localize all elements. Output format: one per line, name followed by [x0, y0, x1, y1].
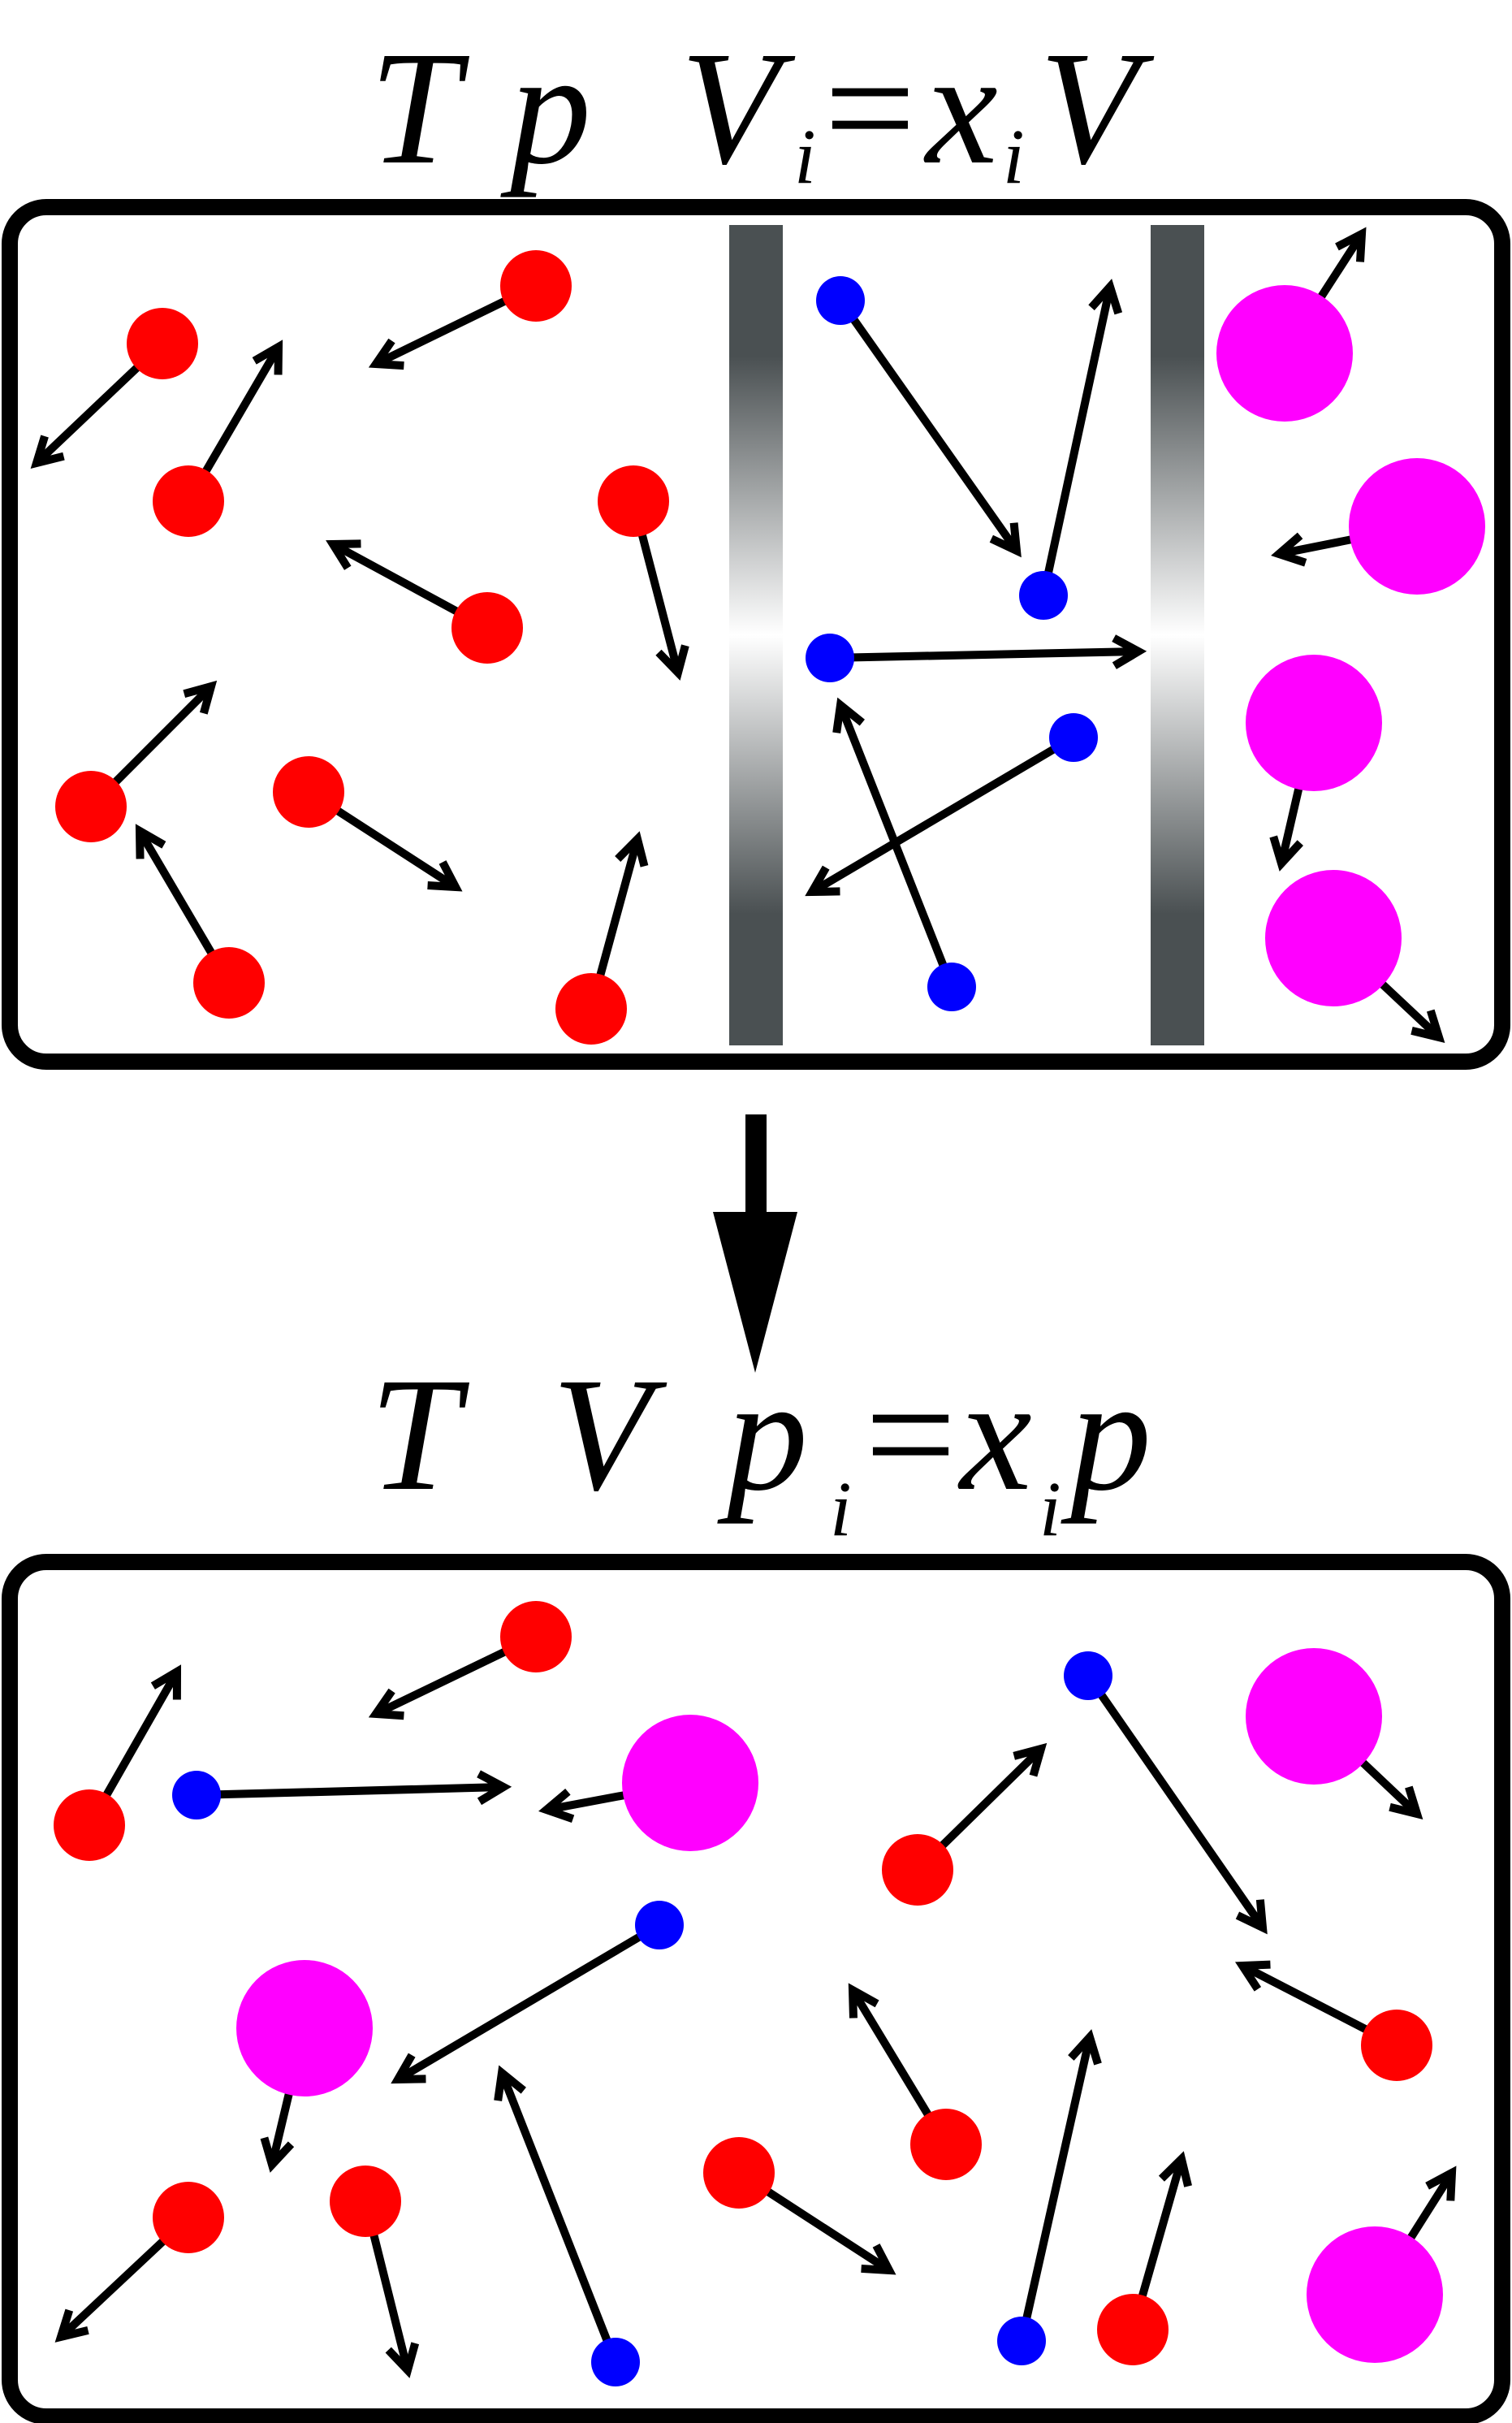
- bottom-molecules: [54, 1601, 1443, 2386]
- separated-red-molecule: [555, 973, 627, 1045]
- separated-blue-molecule: [1019, 571, 1068, 620]
- separated-red-molecule: [598, 465, 669, 537]
- temperature-symbol: T: [369, 19, 470, 198]
- mixed-red-molecule: [330, 2166, 401, 2237]
- mixed-magenta-molecule: [622, 1715, 758, 1851]
- arrow-icon: [1017, 2029, 1102, 2343]
- partial-pressure-symbol: p: [717, 1345, 808, 1525]
- partial-pressure-subscript: i: [830, 1465, 852, 1552]
- mole-fraction-subscript: i: [1039, 1465, 1061, 1552]
- mixed-blue-molecule: [1064, 1651, 1112, 1700]
- separated-blue-molecule: [1049, 713, 1098, 762]
- mole-fraction-symbol: x: [923, 19, 998, 198]
- separated-magenta-molecule: [1246, 655, 1382, 791]
- mixed-blue-molecule: [172, 1771, 221, 1819]
- total-volume-symbol: V: [1039, 19, 1155, 198]
- separated-red-molecule: [55, 771, 127, 842]
- mixed-red-molecule: [54, 1789, 125, 1861]
- separated-red-molecule: [500, 250, 572, 322]
- partial-volume-symbol: V: [680, 19, 796, 198]
- volume-symbol: V: [552, 1345, 667, 1525]
- partition-wall-right: [1151, 225, 1204, 1045]
- arrow-icon: [832, 697, 956, 989]
- partition-wall-left: [729, 225, 783, 1045]
- separated-red-molecule: [127, 308, 198, 379]
- mixed-magenta-molecule: [236, 1960, 373, 2096]
- down-arrow-icon: [713, 1114, 797, 1373]
- top-molecules: [55, 250, 1485, 1045]
- mixed-red-molecule: [882, 1834, 953, 1906]
- separated-blue-molecule: [927, 963, 976, 1011]
- separated-blue-molecule: [806, 634, 854, 682]
- equals-sign: =: [824, 19, 916, 198]
- separated-red-molecule: [451, 592, 523, 664]
- arrow-icon: [805, 733, 1076, 897]
- arrow-icon: [494, 2065, 620, 2364]
- pressure-symbol: p: [500, 19, 591, 198]
- partial-volume-subscript: i: [794, 113, 816, 200]
- mixed-red-molecule: [500, 1601, 572, 1672]
- mixed-red-molecule: [153, 2182, 224, 2253]
- separated-red-molecule: [273, 756, 344, 828]
- mixed-red-molecule: [1097, 2294, 1169, 2365]
- temperature-symbol: T: [369, 1345, 470, 1525]
- bottom-condition-label: T V p i = x i p: [369, 1345, 1151, 1571]
- mole-fraction-symbol: x: [957, 1345, 1032, 1525]
- separated-magenta-molecule: [1349, 458, 1485, 595]
- separated-blue-molecule: [816, 276, 865, 325]
- equals-sign: =: [865, 1345, 957, 1525]
- arrow-icon: [196, 1770, 512, 1806]
- separated-red-molecule: [153, 465, 224, 537]
- mixed-blue-molecule: [635, 1901, 684, 1949]
- mixed-red-molecule: [910, 2109, 982, 2180]
- arrow-icon: [836, 298, 1022, 558]
- mixed-magenta-molecule: [1307, 2226, 1443, 2363]
- arrow-icon: [391, 1921, 662, 2084]
- separated-red-molecule: [193, 947, 265, 1019]
- mixed-blue-molecule: [997, 2317, 1046, 2365]
- total-pressure-symbol: p: [1061, 1345, 1151, 1525]
- mixed-magenta-molecule: [1246, 1648, 1382, 1785]
- arrow-icon: [1084, 1673, 1268, 1935]
- mixed-blue-molecule: [591, 2338, 640, 2386]
- arrow-icon: [829, 634, 1147, 669]
- mole-fraction-subscript: i: [1003, 113, 1025, 200]
- top-condition-label: T p V i = x i V: [369, 19, 1155, 219]
- separated-magenta-molecule: [1216, 285, 1353, 422]
- mixed-red-molecule: [703, 2137, 775, 2209]
- arrow-icon: [1039, 279, 1123, 597]
- separated-magenta-molecule: [1265, 870, 1402, 1006]
- mixed-red-molecule: [1361, 2010, 1432, 2081]
